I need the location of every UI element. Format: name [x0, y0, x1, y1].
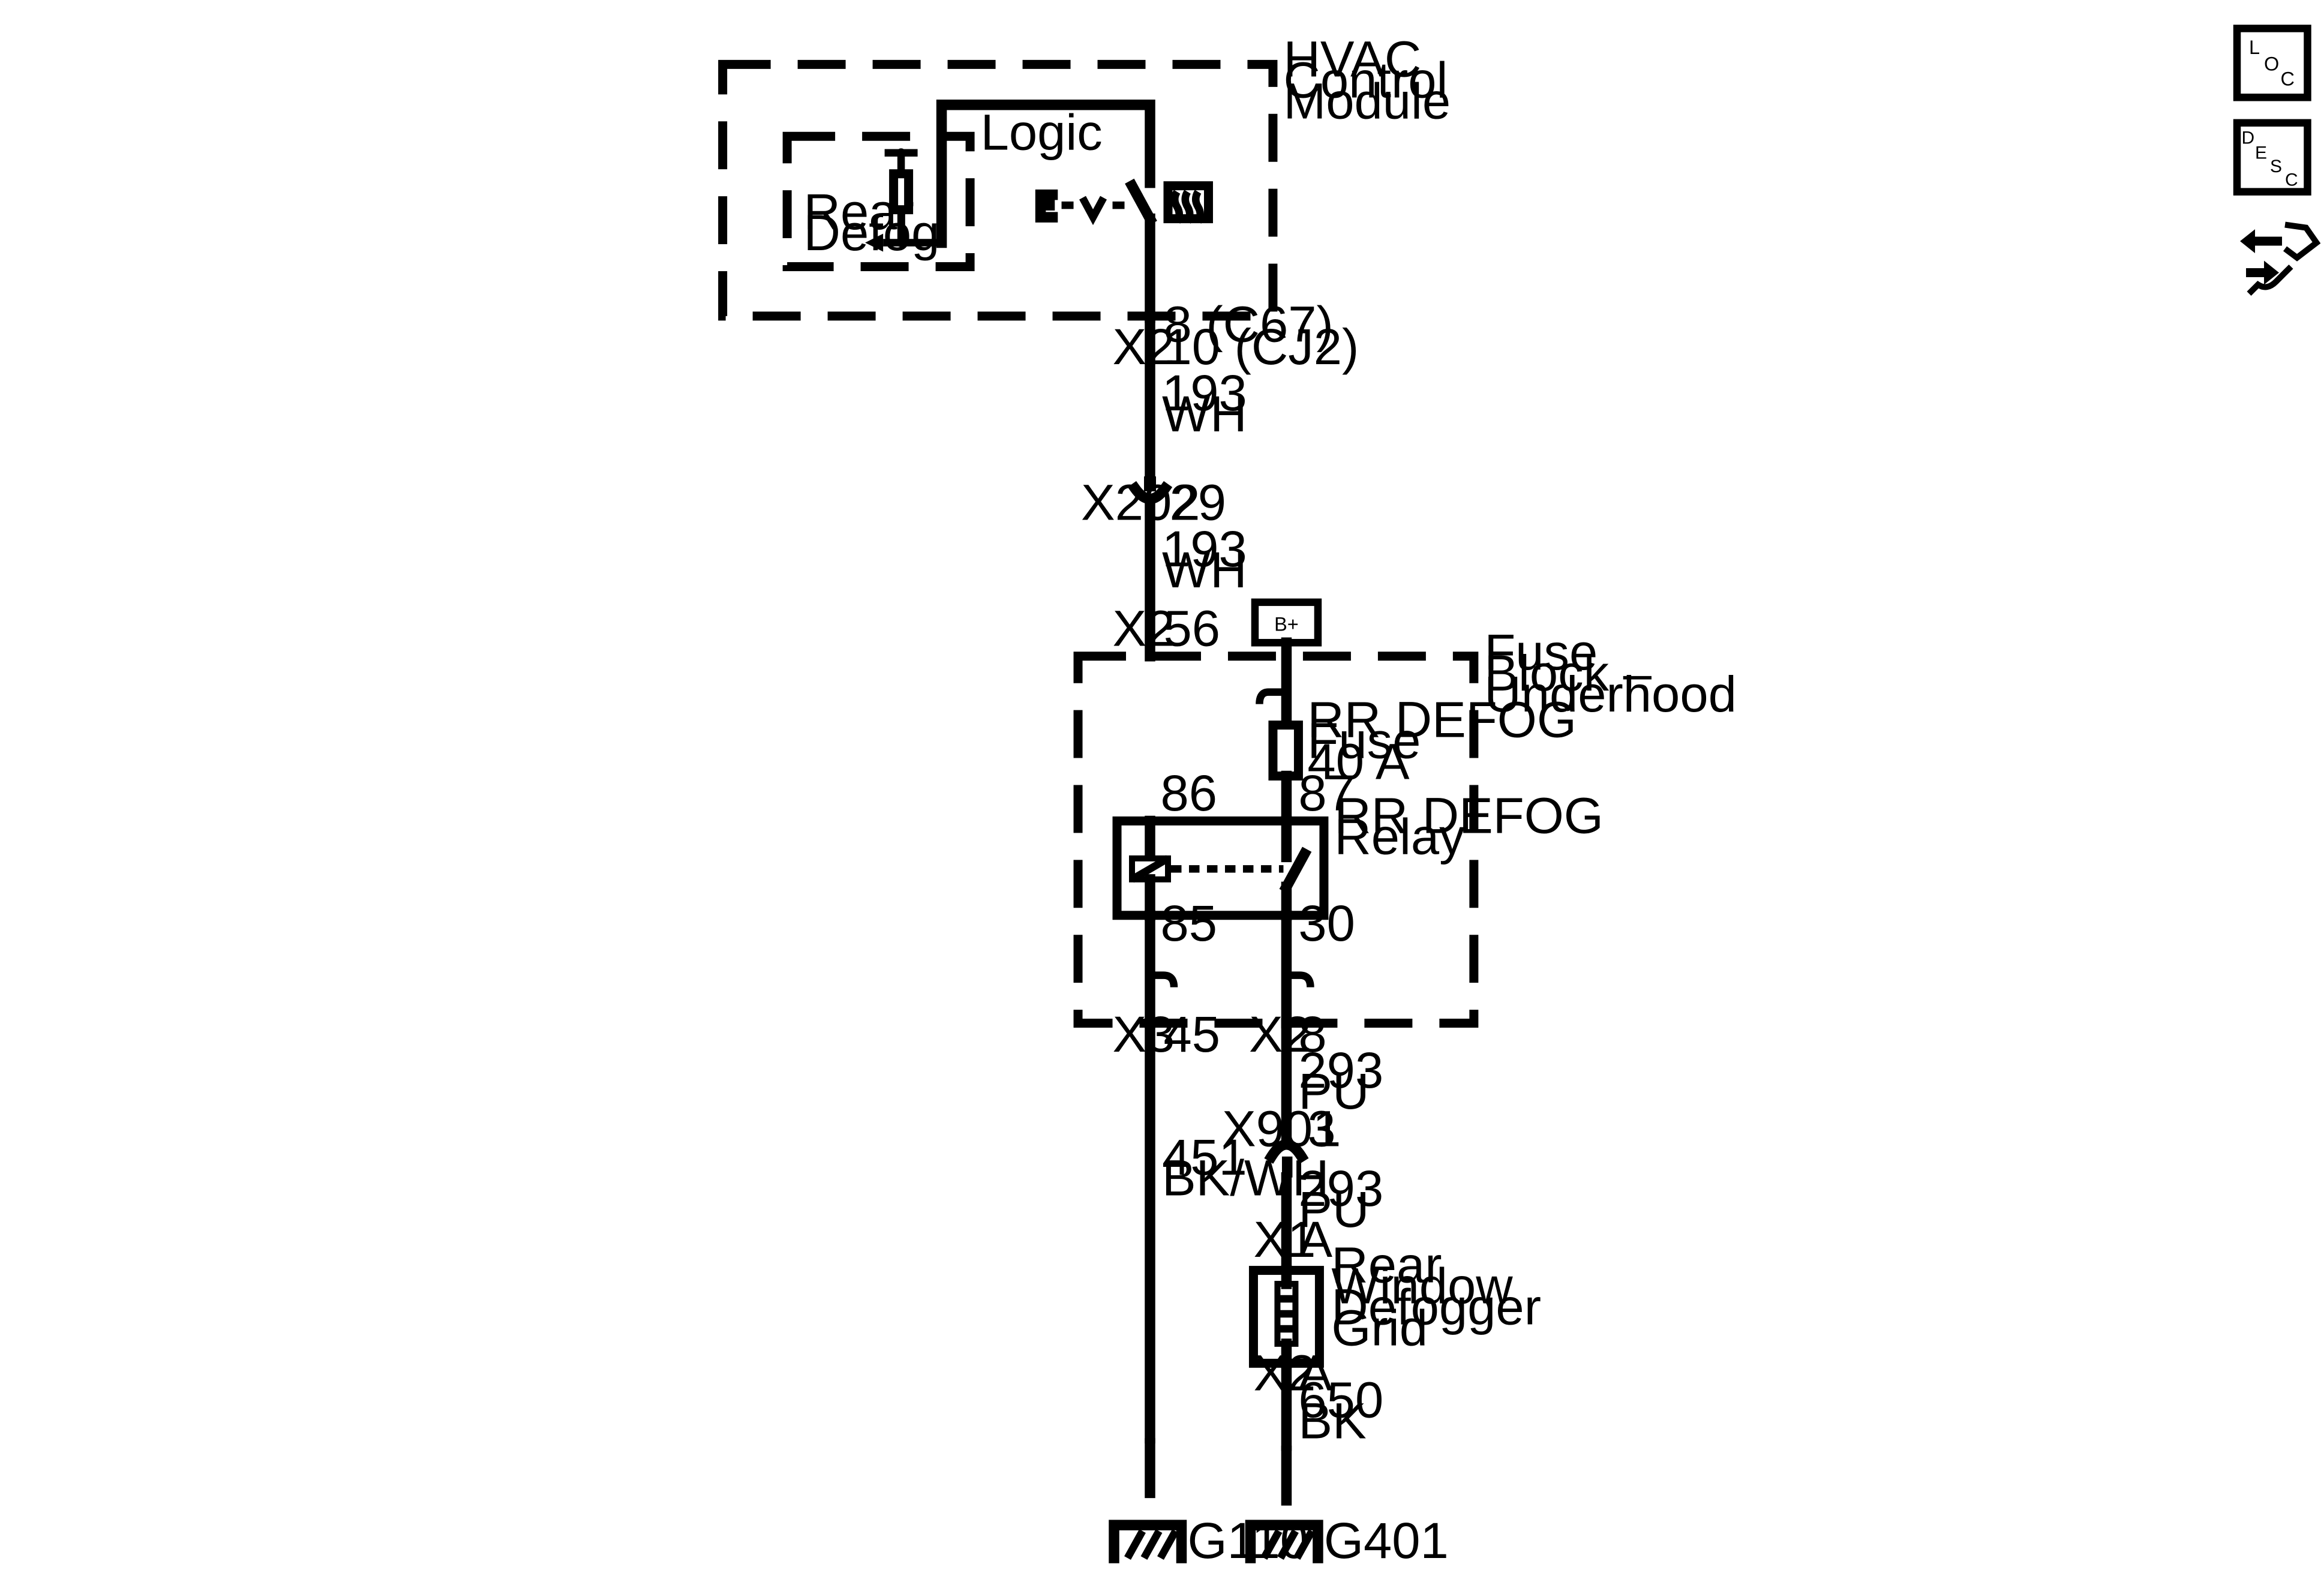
wire-293a-color: PU: [1298, 1062, 1369, 1119]
fuse-label-2: Fuse: [1307, 712, 1421, 769]
loc-letter-1: L: [2249, 37, 2260, 58]
grid-x2-pin: A: [1298, 1344, 1332, 1401]
wire-193a-color: WH: [1162, 385, 1247, 442]
wire-293b-circuit: 293: [1298, 1160, 1383, 1217]
nav-arrow-right-icon[interactable]: [2246, 260, 2280, 285]
navigation-arrows-icon[interactable]: [2240, 221, 2321, 296]
grid-x1-name: X1: [1253, 1211, 1316, 1268]
relay-pin-87: 87: [1298, 764, 1355, 821]
loc-button-frame[interactable]: [2233, 25, 2311, 101]
fuse-label-3: 40 A: [1307, 733, 1409, 790]
x901-name: X901: [1222, 1100, 1341, 1157]
g110-ground-frame: [1109, 1520, 1187, 1563]
hvac-x2-pin-2: 10 (CJ2): [1163, 318, 1359, 375]
hvac-x2-pin-1: 8 (C67): [1163, 295, 1333, 352]
fuse-block-boundary: [1073, 652, 1479, 1028]
loc-letter-3: C: [2281, 68, 2295, 89]
desc-button-frame[interactable]: [2233, 119, 2311, 196]
fuse-block-label-2: Block –: [1484, 644, 1652, 701]
fuse-block-x2b-name: X2: [1249, 1005, 1311, 1062]
switch-actuator-e-icon: [1035, 189, 1058, 223]
relay-contact-blade: [1279, 846, 1312, 894]
nav-arrow-left-icon[interactable]: [2240, 229, 2283, 254]
switch-actuator-v-icon: [1079, 196, 1107, 226]
wire-193b-color: WH: [1162, 541, 1247, 598]
x3-terminal-icon: [1150, 971, 1178, 987]
desc-button[interactable]: D E S C: [2233, 119, 2311, 196]
hvac-module-label-2: Control: [1283, 51, 1448, 108]
ground-g401-label: G401: [1324, 1512, 1449, 1569]
wire-293b-color: PU: [1298, 1181, 1369, 1238]
bplus-terminal-icon: [1256, 688, 1287, 704]
fuse-block-x2b-pin: 8: [1298, 1005, 1326, 1062]
rear-window-defogger-grid: [1248, 1265, 1324, 1369]
relay-pin-86: 86: [1161, 764, 1218, 821]
ground-g401-icon: [1245, 1520, 1323, 1563]
ground-g110-icon: [1109, 1520, 1187, 1563]
loc-button[interactable]: L O C: [2233, 25, 2311, 101]
grid-label-1: Rear: [1331, 1236, 1442, 1293]
grid-label-4: Grid: [1331, 1299, 1428, 1356]
g401-hatching: [1260, 1529, 1316, 1560]
fuse-label-1: RR DEFOG: [1307, 691, 1576, 748]
grid-label-3: Defogger: [1331, 1278, 1541, 1335]
bplus-box: [1251, 598, 1322, 647]
fuse-block-x3-pin: 45: [1163, 1005, 1220, 1062]
x202-pin: 29: [1169, 474, 1226, 531]
battery-positive-source: B+: [1251, 598, 1322, 647]
x202-pin-male: [1144, 476, 1157, 492]
hvac-module-boundary: [718, 59, 1278, 321]
bplus-label: B+: [1274, 613, 1299, 635]
g110-hatching: [1124, 1529, 1179, 1560]
rr-defog-fuse-icon: [1268, 721, 1303, 781]
logic-block-boundary: [782, 131, 975, 271]
hvac-module-label-3: Module: [1283, 72, 1451, 129]
relay-pin-85: 85: [1161, 894, 1218, 951]
wire-451-circuit: 451: [1162, 1128, 1247, 1185]
fuse-block-underhood: Fuse Block – Underhood RR DEFOG Fuse 40 …: [1073, 623, 1737, 1029]
loc-letter-2: O: [2264, 53, 2279, 74]
x901-pin: 3: [1307, 1100, 1335, 1157]
wire-193b-circuit: 193: [1162, 520, 1247, 577]
logic-label: Logic: [981, 104, 1103, 161]
desc-letter-3: S: [2270, 157, 2282, 176]
relay-pin-30: 30: [1298, 894, 1355, 951]
fuse-block-x3-name: X3: [1113, 1005, 1175, 1062]
x202-name: X202: [1081, 474, 1200, 531]
desc-letter-4: C: [2285, 170, 2298, 190]
fuse-block-x2-name: X2: [1113, 599, 1175, 656]
desc-letter-2: E: [2255, 143, 2267, 163]
fuse-block-label-3: Underhood: [1484, 665, 1736, 722]
fuse-block-x2-pin: 56: [1163, 599, 1220, 656]
wire-293a-circuit: 293: [1298, 1041, 1383, 1098]
rear-defog-arrow-icon: [865, 233, 884, 252]
rear-defog-label-2: Defog: [804, 204, 940, 261]
relay-label-2: Relay: [1334, 807, 1465, 864]
relay-coil-slash: [1130, 855, 1170, 883]
fuse-block-label-1: Fuse: [1484, 623, 1598, 680]
desc-letter-1: D: [2242, 128, 2255, 148]
x901-socket-icon: [1264, 1139, 1309, 1164]
wire-650-circuit: 650: [1298, 1371, 1383, 1428]
hvac-x2-name: X2: [1113, 318, 1175, 375]
relay-label-1: RR DEFOG: [1334, 786, 1603, 843]
wire-650-color: BK: [1298, 1392, 1366, 1449]
g401-ground-frame: [1245, 1520, 1323, 1563]
grid-label-2: Window: [1331, 1257, 1513, 1314]
wire-193a-circuit: 193: [1162, 364, 1247, 421]
logic-resistor-icon: [889, 169, 914, 215]
defog-switch-blade: [1125, 178, 1157, 226]
grid-x1-pin: A: [1298, 1211, 1332, 1268]
hvac-control-module: HVAC Control Module Logic Rear Defog: [718, 30, 1451, 323]
x2-terminal-icon: [1286, 971, 1314, 987]
hvac-module-label-1: HVAC: [1283, 30, 1421, 87]
nav-hand-icon: [2247, 221, 2321, 296]
switch-feed-wire: [936, 100, 1155, 248]
defrost-heat-waves-icon: [1171, 190, 1204, 224]
